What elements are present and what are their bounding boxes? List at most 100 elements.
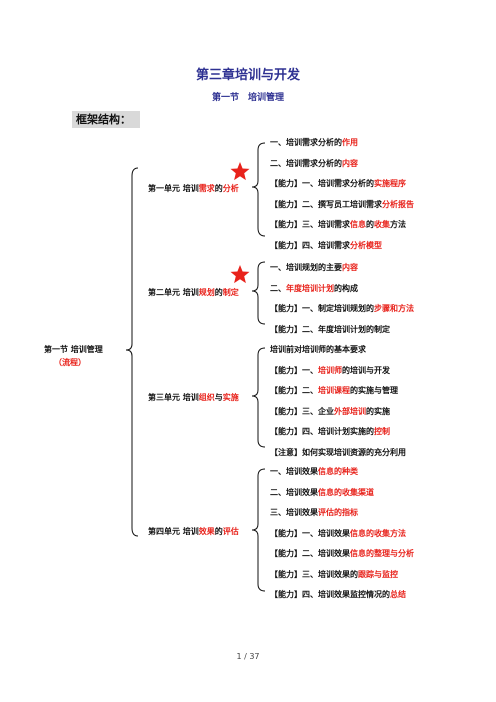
highlight-text: 培训师 [318,365,342,375]
highlight-text: 制定 [222,288,239,297]
highlight-text: 评估 [222,527,239,536]
text-run: 【能力】一、制定培训规划的 [270,304,374,313]
outline-item: 【能力】二、撰写员工培训需求分析报告 [270,199,414,210]
highlight-text: 外部培训 [334,406,366,416]
highlight-text: 内容 [342,263,358,272]
text-run: 第二单元 培训 [148,288,199,297]
highlight-text: 信息的整理与分析 [350,549,414,558]
highlight-text: 评估的指标 [318,508,358,517]
text-run: 一、培训规划的主要 [270,263,342,272]
text-run: 【能力】四、培训效果监控情况的 [270,590,390,599]
text-run: 【能力】二、撰写员工培训需求 [270,199,382,209]
outline-item: 【能力】一、培训需求分析的实施程序 [270,178,406,189]
outline-item: 【能力】四、培训效果监控情况的总结 [270,589,406,600]
text-run: 第四单元 培训 [148,527,199,536]
highlight-text: 跟踪与监控 [358,569,398,579]
outline-item: 【能力】二、年度培训计划的制定 [270,324,390,335]
text-run: 【能力】四、培训需求 [270,240,350,250]
text-run: 【能力】一、培训需求分析的 [270,179,374,188]
highlight-text: 年度培训计划 [286,283,334,293]
page-number: 1 / 37 [236,652,260,661]
outline-item: 【能力】一、培训效果信息的收集方法 [270,528,406,539]
outline-item: 【能力】一、制定培训规划的步骤和方法 [270,303,414,314]
highlight-text: 分析报告 [382,199,414,209]
outline-item: 一、培训规划的主要内容 [270,262,358,273]
text-run: 【能力】三、企业 [270,406,334,416]
text-run: 的 [214,288,223,297]
star-icon [230,265,250,284]
highlight-text: 步骤和方法 [374,304,414,313]
unit-3-brace [251,347,266,448]
unit-4-brace [251,468,266,592]
text-run: 【能力】一、 [270,365,318,375]
highlight-text: 控制 [374,427,390,436]
text-run: 【能力】一、培训效果 [270,528,350,538]
outline-item: 二、培训需求分析的内容 [270,158,358,169]
highlight-text: 组织 [198,393,215,402]
outline-item: 三、培训效果评估的指标 [270,507,358,518]
outline-item: 【能力】四、培训计划实施的控制 [270,426,390,437]
unit-label-4: 第四单元 培训效果的评估 [148,526,239,537]
section-subtitle: 第一节 培训管理 [211,93,284,103]
text-run: 【注意】如何实现培训资源的充分利用 [270,447,406,457]
star-icon [230,162,250,181]
text-run: 一、培训需求分析的 [270,138,342,147]
framework-heading: 框架结构： [72,111,140,128]
text-run: 的 [214,527,223,536]
outline-item: 【能力】一、培训师的培训与开发 [270,365,390,376]
highlight-text: 信息的收集方法 [350,528,406,538]
text-run: 的 [214,184,223,193]
section-label: 第一节 培训管理 [44,345,103,354]
text-run: 培训前对培训师的基本要求 [270,345,366,354]
outline-item: 【能力】二、培训效果信息的整理与分析 [270,548,414,559]
highlight-text: 分析 [222,184,239,193]
unit-label-2: 第二单元 培训规划的制定 [148,287,239,298]
outline-item: 二、培训效果信息的收集渠道 [270,487,374,498]
section-sublabel: （流程） [54,358,86,367]
unit-1-brace [251,142,266,237]
outline-item: 一、培训效果信息的种类 [270,466,358,477]
text-run: 第三单元 培训 [148,393,199,402]
unit-label-1: 第一单元 培训需求的分析 [148,183,239,194]
text-run: 第一单元 培训 [148,184,199,193]
outline-item: 二、年度培训计划的构成 [270,283,358,294]
text-run: 【能力】三、培训需求 [270,220,350,229]
text-run: 三、培训效果 [270,508,318,517]
page-title: 第三章培训与开发 [195,68,300,83]
text-run: 【能力】二、培训效果 [270,549,350,558]
text-run: 与 [214,393,223,402]
highlight-text: 效果 [198,527,215,536]
outline-item: 【能力】三、培训需求信息的收集方法 [270,219,406,230]
highlight-text: 实施 [222,393,239,402]
highlight-text: 信息的收集渠道 [318,487,374,497]
text-run: 二、培训效果 [270,487,318,497]
text-run: 【能力】二、年度培训计划的制定 [270,324,390,334]
text-run: 的实施 [366,406,390,416]
text-run: 二、培训需求分析的 [270,158,342,168]
highlight-text: 信息的种类 [318,467,358,476]
outline-item: 【能力】四、培训需求分析模型 [270,240,382,251]
outline-item: 培训前对培训师的基本要求 [270,344,366,355]
highlight-text: 总结 [390,590,406,599]
highlight-text: 作用 [342,138,358,147]
unit-2-brace [251,261,266,325]
text-run: 【能力】二、 [270,386,318,395]
main-brace [125,167,139,537]
text-run: 【能力】三、培训效果的 [270,569,358,579]
text-run: 的培训与开发 [342,365,390,375]
highlight-text: 信息 [350,220,366,229]
highlight-text: 需求 [198,184,215,193]
text-run: 的构成 [334,283,358,293]
unit-label-3: 第三单元 培训组织与实施 [148,392,239,403]
outline-item: 一、培训需求分析的作用 [270,137,358,148]
outline-item: 【能力】二、培训课程的实施与管理 [270,385,398,396]
outline-item: 【能力】三、培训效果的跟踪与监控 [270,569,398,580]
highlight-text: 培训课程 [318,386,350,395]
highlight-text: 内容 [342,158,358,168]
text-run: 方法 [390,220,406,229]
text-run: 【能力】四、培训计划实施的 [270,427,374,436]
text-run: 二、 [270,283,286,293]
highlight-text: 规划 [198,288,215,297]
text-run: 的 [366,220,374,229]
